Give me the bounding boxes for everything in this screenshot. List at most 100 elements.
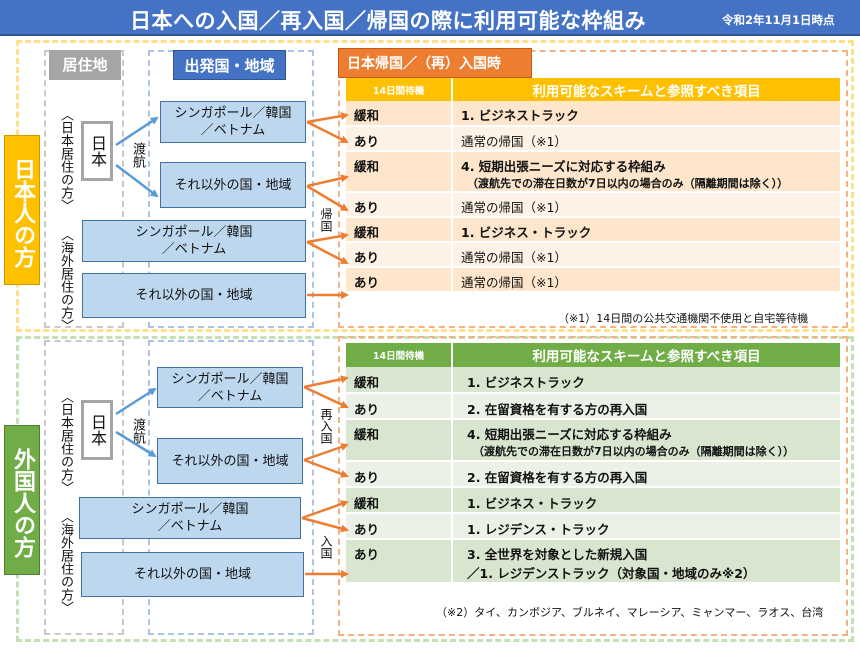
dest-other-text: それ以外の国・地域 (171, 453, 289, 469)
residence-in-japan-label-foreign: 〈日本居住の方〉 (58, 390, 73, 494)
footnote-1: （※1）14日間の公共交通機関不使用と自宅等待機 (558, 312, 809, 325)
wait-cell: 緩和 (346, 367, 453, 394)
table-row: 緩和 1. ビジネス・トラック (346, 217, 842, 243)
col-header-scheme: 利用可能なスキームと参照すべき項目 (452, 343, 842, 367)
col-header-wait: 14日間待機 (346, 78, 453, 101)
wait-cell: 緩和 (346, 101, 453, 127)
scheme-subtext: （渡航先での滞在日数が7日以内の場合のみ（隔離期間は除く）） (467, 177, 789, 190)
dest-line2: ／ベトナム (197, 388, 263, 404)
table-row: あり 3. 全世界を対象とした新規入国 ／1. レジデンストラック（対象国・地域… (346, 539, 842, 584)
dest-other-japan-resident[interactable]: それ以外の国・地域 (160, 162, 306, 208)
japanese-nationals-label: 日本人の方 (4, 135, 40, 285)
wait-cell: あり (346, 539, 453, 584)
table-row: 緩和 1. ビジネストラック (346, 367, 842, 394)
wait-cell: あり (346, 267, 453, 293)
wait-cell: 緩和 (346, 487, 453, 514)
wait-cell: 緩和 (346, 151, 453, 193)
scheme-cell: 通常の帰国（※1） (452, 267, 842, 293)
table-row: あり 2. 在留資格を有する方の再入国 (346, 393, 842, 420)
japanese-scheme-table: 14日間待機 利用可能なスキームと参照すべき項目 緩和 1. ビジネストラック … (346, 78, 842, 293)
scheme-subtext: （渡航先での滞在日数が7日以内の場合のみ（隔離期間は除く）） (473, 445, 795, 458)
residence-abroad-label: 〈海外居住の方〉 (58, 228, 73, 332)
wait-cell: 緩和 (346, 217, 453, 243)
arrival-header: 日本帰国／（再）入国時 (338, 48, 532, 78)
scheme-cell: 4. 短期出張ニーズに対応する枠組み （渡航先での滞在日数が7日以内の場合のみ（… (452, 151, 842, 193)
scheme-cell: 4. 短期出張ニーズに対応する枠組み （渡航先での滞在日数が7日以内の場合のみ（… (452, 419, 842, 462)
departure-column-frame-foreign (148, 340, 314, 635)
scheme-cell: 通常の帰国（※1） (452, 242, 842, 268)
scheme-cell: 通常の帰国（※1） (452, 126, 842, 152)
table-row: 緩和 1. ビジネストラック (346, 101, 842, 127)
table-row: あり 通常の帰国（※1） (346, 126, 842, 152)
footnote-2: （※2）タイ、カンボジア、ブルネイ、マレーシア、ミャンマー、ラオス、台湾 (436, 606, 824, 619)
dest-sg-kr-vn-japan-resident[interactable]: シンガポール／韓国 ／ベトナム (160, 101, 306, 143)
residence-abroad-label-foreign: 〈海外居住の方〉 (58, 510, 73, 614)
wait-cell: あり (346, 513, 453, 540)
wait-cell: あり (346, 126, 453, 152)
table-header-row: 14日間待機 利用可能なスキームと参照すべき項目 (346, 78, 842, 101)
scheme-cell: 2. 在留資格を有する方の再入国 (452, 461, 842, 488)
table-row: あり 通常の帰国（※1） (346, 242, 842, 268)
dest-line2: ／ベトナム (157, 519, 223, 534)
col-header-wait: 14日間待機 (346, 343, 453, 367)
dest-line2: ／ベトナム (200, 123, 266, 138)
scheme-cell: 1. ビジネストラック (452, 101, 842, 127)
table-row: あり 通常の帰国（※1） (346, 192, 842, 218)
page-title: 日本への入国／再入国／帰国の際に利用可能な枠組み (130, 9, 646, 33)
scheme-cell: 3. 全世界を対象とした新規入国 ／1. レジデンストラック（対象国・地域のみ※… (452, 539, 842, 584)
dest-other-overseas-resident[interactable]: それ以外の国・地域 (82, 273, 306, 318)
table-row: 緩和 4. 短期出張ニーズに対応する枠組み （渡航先での滞在日数が7日以内の場合… (346, 151, 842, 193)
reentry-label: 再入国 (319, 408, 333, 444)
dest-other-text: それ以外の国・地域 (174, 177, 292, 193)
wait-cell: あり (346, 461, 453, 488)
title-bar (0, 0, 860, 36)
dest-sg-kr-vn-overseas-resident[interactable]: シンガポール／韓国 ／ベトナム (82, 220, 306, 262)
scheme-cell: 1. ビジネス・トラック (452, 487, 842, 514)
residence-column-frame-foreign (44, 340, 124, 635)
scheme-title: 4. 短期出張ニーズに対応する枠組み (461, 159, 666, 174)
wait-cell: 緩和 (346, 419, 453, 462)
arrival-column-frame-foreign (338, 336, 848, 636)
table-row: 緩和 1. ビジネス・トラック (346, 487, 842, 514)
entry-label: 入国 (319, 535, 333, 559)
dest-line1: シンガポール／韓国 (171, 371, 289, 387)
dest-other-japan-resident-foreign[interactable]: それ以外の国・地域 (157, 438, 303, 484)
dest-line1: シンガポール／韓国 (131, 502, 249, 517)
foreign-nationals-label: 外国人の方 (4, 425, 40, 575)
wait-cell: あり (346, 242, 453, 268)
wait-cell: あり (346, 393, 453, 420)
table-row: あり 1. レジデンス・トラック (346, 513, 842, 540)
dest-line2: ／ベトナム (161, 242, 227, 257)
japan-origin-box-foreign: 日本 (81, 400, 113, 460)
dest-other-overseas-resident-foreign[interactable]: それ以外の国・地域 (81, 552, 304, 597)
scheme-subtext: ／1. レジデンストラック（対象国・地域のみ※2） (467, 566, 756, 581)
scheme-title: 3. 全世界を対象とした新規入国 (467, 547, 648, 562)
scheme-title: 4. 短期出張ニーズに対応する枠組み (467, 427, 672, 442)
japan-origin-box: 日本 (81, 121, 113, 181)
table-row: 緩和 4. 短期出張ニーズに対応する枠組み （渡航先での滞在日数が7日以内の場合… (346, 419, 842, 462)
dest-other-text: それ以外の国・地域 (135, 288, 253, 303)
foreign-scheme-table: 14日間待機 利用可能なスキームと参照すべき項目 緩和 1. ビジネストラック … (346, 343, 842, 584)
residence-in-japan-label: 〈日本居住の方〉 (58, 108, 73, 212)
wait-cell: あり (346, 192, 453, 218)
as-of-date: 令和2年11月1日時点 (722, 13, 835, 27)
departure-header: 出発国・地域 (173, 50, 286, 80)
table-row: あり 通常の帰国（※1） (346, 267, 842, 293)
col-header-scheme: 利用可能なスキームと参照すべき項目 (452, 78, 842, 101)
dest-line1: シンガポール／韓国 (135, 225, 253, 240)
table-header-row: 14日間待機 利用可能なスキームと参照すべき項目 (346, 343, 842, 367)
scheme-cell: 2. 在留資格を有する方の再入国 (452, 393, 842, 420)
scheme-cell: 1. レジデンス・トラック (452, 513, 842, 540)
dest-line1: シンガポール／韓国 (174, 106, 292, 121)
return-label: 帰国 (319, 208, 333, 232)
scheme-cell: 1. ビジネス・トラック (452, 217, 842, 243)
table-row: あり 2. 在留資格を有する方の再入国 (346, 461, 842, 488)
scheme-cell: 1. ビジネストラック (452, 367, 842, 394)
dest-other-text: それ以外の国・地域 (133, 567, 251, 582)
dest-sg-kr-vn-overseas-resident-foreign[interactable]: シンガポール／韓国 ／ベトナム (79, 497, 301, 539)
travel-label: 渡航 (130, 142, 145, 168)
dest-sg-kr-vn-japan-resident-foreign[interactable]: シンガポール／韓国 ／ベトナム (157, 367, 303, 408)
scheme-cell: 通常の帰国（※1） (452, 192, 842, 218)
residence-header: 居住地 (49, 50, 121, 80)
travel-label-foreign: 渡航 (130, 418, 145, 444)
